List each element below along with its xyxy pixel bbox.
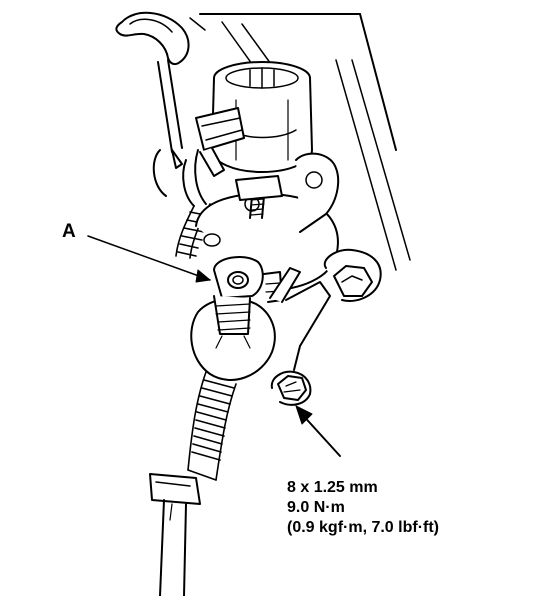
terminal-boot [190, 295, 276, 381]
flange-nut-lower [270, 370, 312, 406]
spec-arrow [295, 405, 341, 457]
corrugated-harness-lower [187, 371, 237, 481]
cable-clip [149, 473, 201, 596]
bracket-lug-right [152, 149, 340, 233]
wire-connector [182, 107, 245, 207]
callout-label-a: A [62, 221, 76, 242]
cable-bracket-arm [269, 267, 331, 371]
threaded-stud [235, 175, 283, 219]
torque-nm-text: 9.0 N·m [287, 499, 345, 516]
engine-block-outline [199, 13, 411, 271]
bolt-size-text: 8 x 1.25 mm [287, 479, 378, 496]
dipstick-handle [115, 11, 206, 169]
callout-leader-a [87, 235, 211, 283]
flange-nut-right [323, 248, 382, 302]
starter-solenoid [211, 61, 313, 173]
torque-spec-block: 8 x 1.25 mm 9.0 N·m (0.9 kgf·m, 7.0 lbf·… [287, 478, 439, 538]
torque-alt-text: (0.9 kgf·m, 7.0 lbf·ft) [287, 519, 440, 536]
